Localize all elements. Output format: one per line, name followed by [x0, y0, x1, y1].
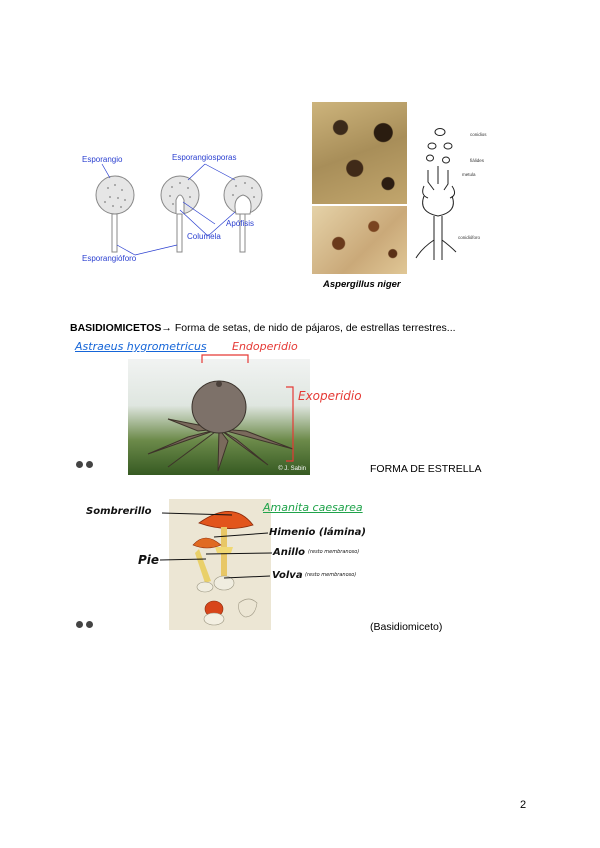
sporangium-diagram: Esporangio Esporangiosporas Apófisis Col… — [80, 150, 280, 270]
sporangium-drawing — [95, 163, 263, 256]
label-conidioforo: conidióforo — [458, 235, 481, 240]
forma-de-estrella-label: FORMA DE ESTRELLA — [370, 463, 482, 475]
basidiomicetos-text: Forma de setas, de nido de pájaros, de e… — [171, 322, 456, 334]
slide-prev-icon[interactable] — [76, 461, 83, 468]
pie-label: Pie — [138, 553, 160, 567]
label-esporangioforo: Esporangióforo — [82, 254, 137, 263]
astraeus-species-label: Astraeus hygrometricus — [75, 340, 207, 353]
aspergillus-photo-bottom — [312, 206, 407, 274]
earthstar-drawing — [147, 380, 294, 472]
volva-note: (resto membranoso) — [305, 572, 357, 578]
page-number: 2 — [520, 799, 527, 811]
amanita-drawing — [192, 511, 258, 626]
slide-next-icon[interactable] — [86, 621, 93, 628]
exoperidio-bracket — [286, 386, 294, 462]
label-esporangio: Esporangio — [82, 155, 123, 164]
astraeus-credit: © J. Sabin — [278, 466, 306, 472]
label-columela: Columela — [187, 232, 221, 241]
aspergillus-caption: Aspergillus niger — [323, 279, 401, 290]
basidiomicetos-arrow: → — [161, 322, 172, 334]
astraeus-slide: © J. Sabin Astraeus hygrometricus Endope… — [72, 337, 367, 475]
label-esporangiosporas: Esporangiosporas — [172, 153, 237, 162]
basidiomicetos-heading: BASIDIOMICETOS — [70, 322, 162, 334]
himenio-line — [213, 532, 269, 538]
aspergillus-drawing: conidios fiálides metula conidióforo — [410, 120, 510, 265]
sombrerillo-line — [161, 512, 233, 516]
volva-label: Volva — [272, 570, 303, 581]
basidiomiceto-label: (Basidiomiceto) — [370, 621, 443, 633]
conidiophore-drawing — [415, 128, 457, 260]
himenio-label: Himenio (lámina) — [269, 527, 366, 538]
label-apofisis: Apófisis — [226, 219, 255, 228]
sombrerillo-label: Sombrerillo — [86, 506, 152, 517]
amanita-illustration — [169, 499, 271, 630]
slide-prev-icon[interactable] — [76, 621, 83, 628]
slide-next-icon[interactable] — [86, 461, 93, 468]
anillo-label: Anillo — [273, 547, 306, 558]
aspergillus-photo-top — [312, 102, 407, 204]
endoperidio-bracket — [201, 354, 249, 363]
volva-line — [223, 575, 271, 579]
label-metula: metula — [462, 172, 476, 177]
label-fialides: fiálides — [470, 158, 485, 163]
endoperidio-label: Endoperidio — [232, 340, 298, 353]
anillo-line — [205, 552, 273, 555]
astraeus-photo: © J. Sabin — [128, 359, 310, 475]
amanita-species-label: Amanita caesarea — [263, 501, 363, 514]
exoperidio-label: Exoperidio — [298, 389, 362, 403]
basidiomicetos-line: BASIDIOMICETOS→ Forma de setas, de nido … — [70, 322, 456, 334]
label-conidios: conidios — [470, 132, 487, 137]
amanita-slide: Sombrerillo Amanita caesarea Himenio (lá… — [72, 497, 367, 632]
anillo-note: (resto membranoso) — [308, 549, 360, 555]
pie-line — [159, 558, 207, 561]
